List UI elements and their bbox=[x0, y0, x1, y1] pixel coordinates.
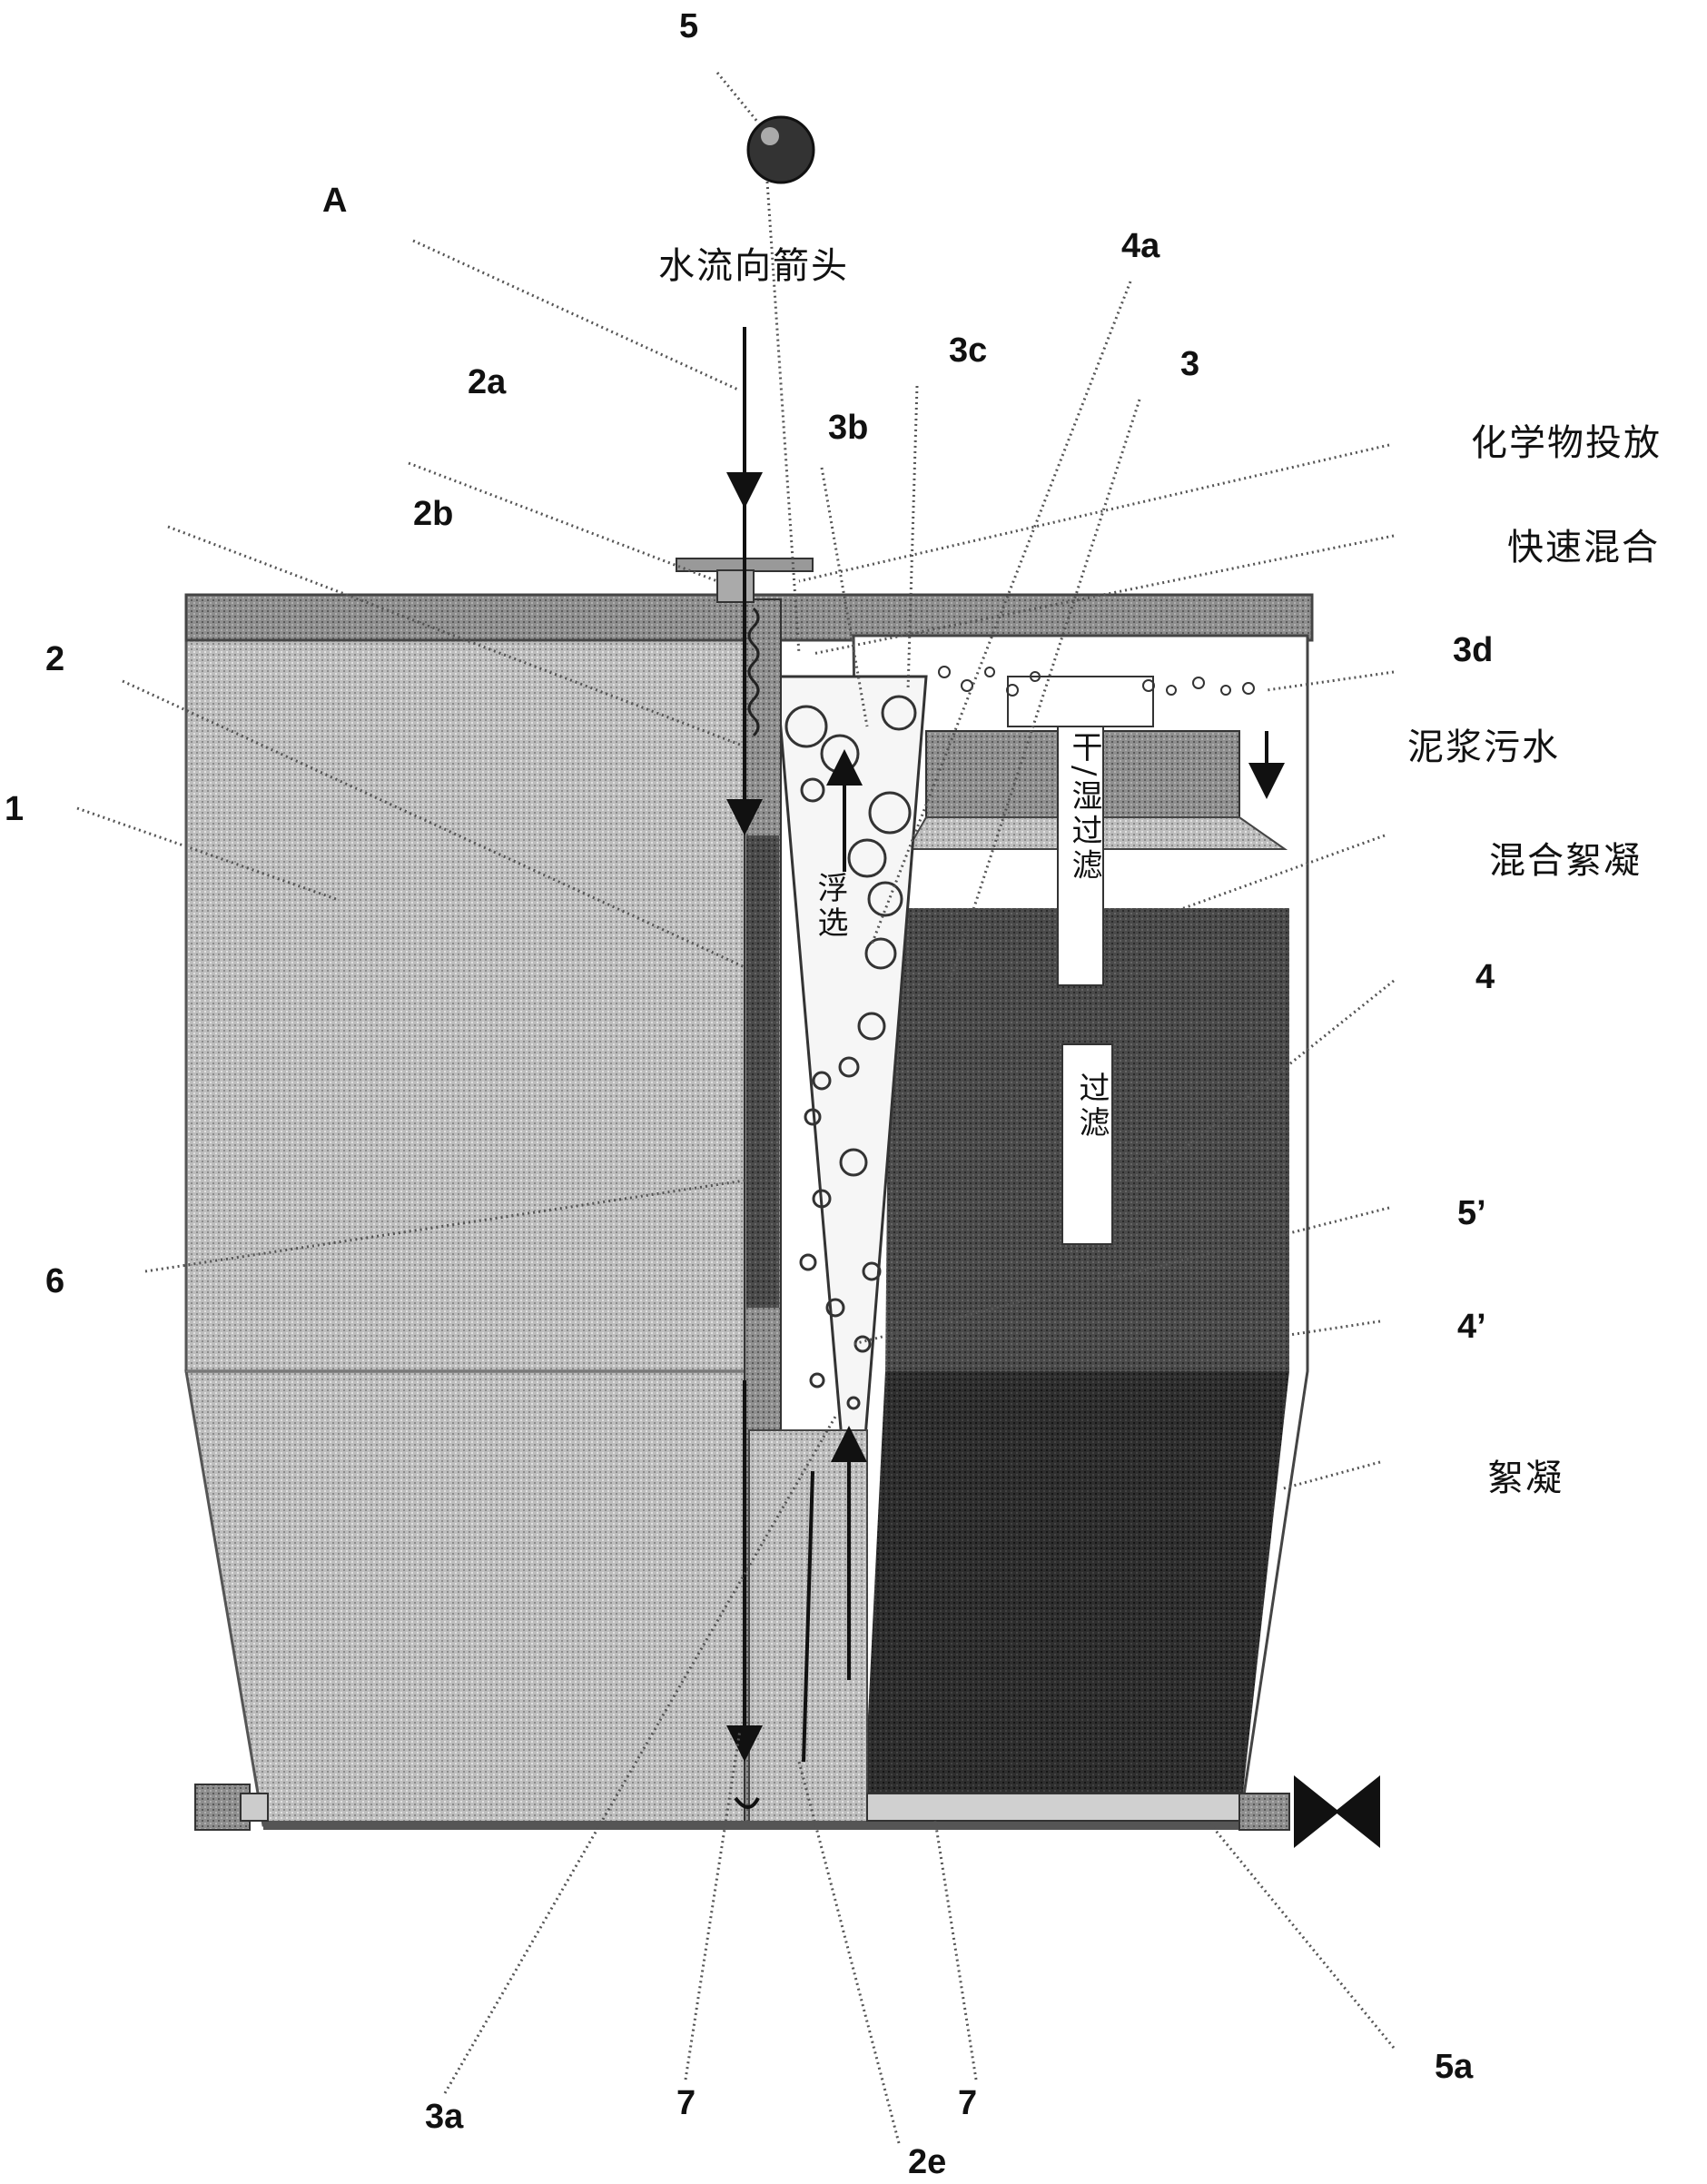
inner-dry-wet-filter: 干/湿过滤 bbox=[1066, 731, 1102, 884]
label-A: A bbox=[322, 182, 348, 220]
label-3a: 3a bbox=[425, 2098, 464, 2136]
leader-lines bbox=[76, 72, 1396, 2144]
left-chamber bbox=[184, 598, 751, 1373]
label-3d: 3d bbox=[1453, 631, 1494, 669]
valve-icon bbox=[1294, 1775, 1339, 1848]
caption-mixed-flocculation: 混合絮凝 bbox=[1489, 840, 1642, 882]
outlet-pipe-5a bbox=[866, 1793, 1258, 1822]
label-3b: 3b bbox=[828, 409, 869, 447]
label-2e: 2e bbox=[908, 2143, 947, 2181]
label-2a: 2a bbox=[468, 363, 507, 401]
label-4: 4 bbox=[1475, 958, 1495, 996]
label-1: 1 bbox=[5, 790, 25, 828]
label-2: 2 bbox=[45, 640, 65, 678]
caption-flow-arrow: 水流向箭头 bbox=[658, 245, 849, 287]
dry-wet-filter-column bbox=[1057, 676, 1104, 986]
dark-column-6 bbox=[746, 835, 779, 1308]
caption-chemical-dosing: 化学物投放 bbox=[1471, 422, 1662, 464]
inner-filtration: 过滤 bbox=[1073, 1072, 1110, 1141]
tank-body bbox=[184, 558, 1380, 1848]
flow-arrows bbox=[726, 327, 1285, 1809]
label-5a: 5a bbox=[1435, 2048, 1474, 2086]
left-chamber-taper bbox=[184, 1369, 751, 1827]
label-5-prime: 5’ bbox=[1457, 1194, 1486, 1232]
label-4-prime: 4’ bbox=[1457, 1308, 1486, 1346]
filtration-column bbox=[1061, 1043, 1113, 1245]
right-nozzle bbox=[1238, 1793, 1290, 1831]
label-7-right: 7 bbox=[958, 2084, 978, 2122]
caption-slurry-sewage: 泥浆污水 bbox=[1407, 726, 1560, 768]
dry-wet-filter-cap bbox=[1007, 676, 1154, 727]
label-4a: 4a bbox=[1121, 227, 1160, 265]
label-2b: 2b bbox=[413, 495, 454, 533]
label-3c: 3c bbox=[949, 331, 988, 370]
intake-coil bbox=[747, 607, 760, 737]
caption-rapid-mixing: 快速混合 bbox=[1507, 527, 1660, 568]
caption-flocculation: 絮凝 bbox=[1487, 1458, 1564, 1499]
inner-flotation: 浮选 bbox=[812, 872, 848, 941]
overflow-bubbles bbox=[938, 666, 1255, 697]
label-3: 3 bbox=[1180, 345, 1200, 383]
label-7-left: 7 bbox=[676, 2084, 696, 2122]
label-5: 5 bbox=[679, 7, 699, 45]
floc-zone bbox=[863, 1371, 1289, 1825]
label-6: 6 bbox=[45, 1262, 65, 1300]
base-plate bbox=[263, 1821, 1244, 1830]
chemical-feeder-ball bbox=[746, 115, 815, 184]
